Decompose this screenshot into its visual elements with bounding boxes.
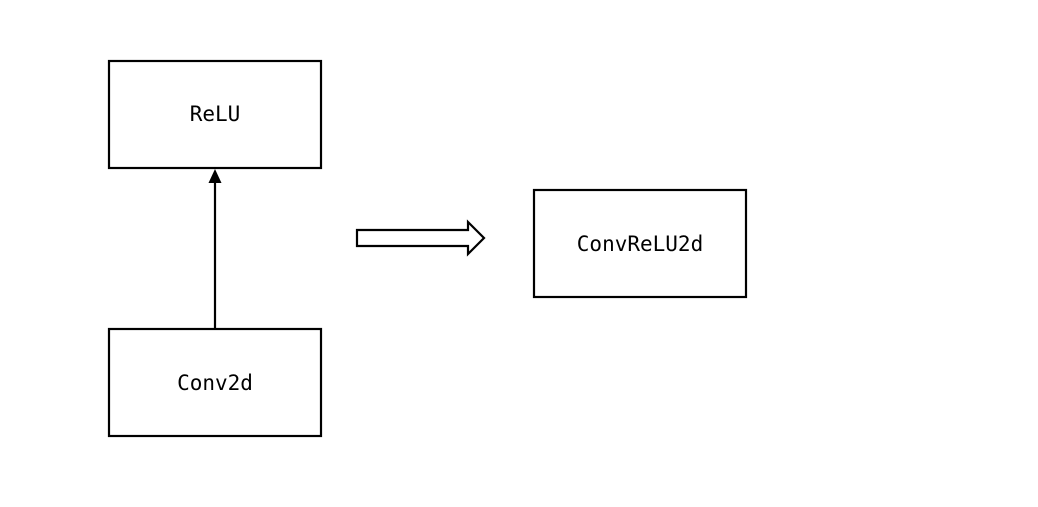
- convrelu2d-label: ConvReLU2d: [577, 232, 703, 256]
- conv2d-label: Conv2d: [177, 371, 253, 395]
- hollow-right-arrow-icon: [355, 219, 486, 257]
- conv2d-node: Conv2d: [107, 327, 323, 438]
- conv2d-to-relu-arrow: [208, 169, 222, 329]
- relu-node: ReLU: [107, 59, 323, 170]
- convrelu2d-node: ConvReLU2d: [532, 188, 748, 299]
- arrowhead-up-icon: [208, 169, 222, 183]
- relu-label: ReLU: [190, 102, 241, 126]
